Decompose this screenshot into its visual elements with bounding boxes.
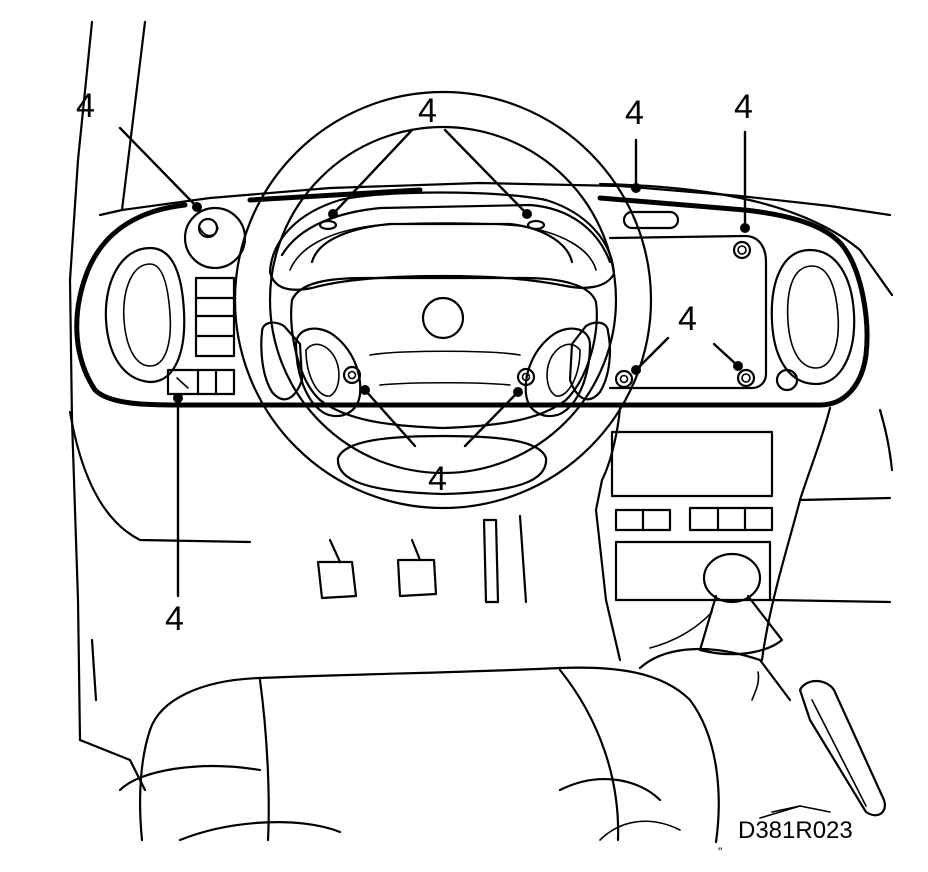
callout-label: 4 bbox=[418, 92, 437, 130]
right-air-vent bbox=[770, 248, 856, 386]
steering-wheel bbox=[233, 90, 653, 510]
pedals bbox=[316, 514, 528, 604]
left-switch-stack bbox=[194, 276, 236, 358]
floor-bracket bbox=[759, 805, 831, 819]
centre-console bbox=[68, 406, 894, 662]
driver-seat bbox=[118, 666, 720, 844]
instrument-panel-outline bbox=[74, 187, 870, 408]
figure-reference-code: D381R023 bbox=[738, 817, 853, 844]
callout-label: 4 bbox=[165, 600, 184, 638]
a-pillar bbox=[68, 20, 147, 792]
callout-label: 4 bbox=[678, 300, 697, 338]
centre-info-display bbox=[608, 234, 799, 392]
leader-lines bbox=[118, 126, 747, 598]
callout-dots bbox=[173, 183, 750, 403]
callout-label: 4 bbox=[734, 88, 753, 126]
dashboard-top bbox=[98, 181, 894, 297]
callout-label: 4 bbox=[76, 87, 95, 125]
lower-left-switches bbox=[166, 368, 236, 396]
callout-label: 4 bbox=[625, 94, 644, 132]
light-switch-knob bbox=[183, 206, 247, 270]
figure-tick-mark: " bbox=[718, 845, 722, 859]
instrument-cluster bbox=[280, 203, 612, 264]
callout-label: 4 bbox=[428, 460, 447, 498]
gear-lever bbox=[638, 552, 792, 702]
left-air-vent bbox=[104, 246, 186, 384]
handbrake bbox=[798, 679, 886, 817]
callout-labels: 4 4 4 4 4 4 4 bbox=[76, 87, 753, 638]
centre-top-vent bbox=[622, 210, 680, 230]
